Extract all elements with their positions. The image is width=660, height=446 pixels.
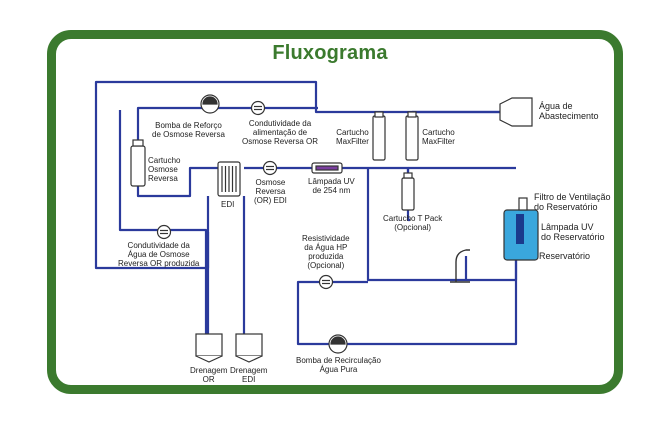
label-cartucho-tpack: Cartucho T Pack(Opcional) <box>383 214 443 232</box>
feed-conductivity-sensor-icon <box>250 100 266 116</box>
recirculation-pump-icon <box>328 334 348 354</box>
uv-lamp-254-icon <box>311 162 343 174</box>
drain-edi-icon <box>235 333 263 363</box>
maxfilter-cartridge-1-icon <box>372 111 386 161</box>
dispense-gooseneck-icon <box>450 249 470 283</box>
maxfilter-cartridge-2-icon <box>405 111 419 161</box>
ro-cartridge-icon <box>130 139 146 187</box>
edi-module-icon <box>217 161 241 197</box>
diagram-title: Fluxograma <box>272 42 388 64</box>
tpack-cartridge-icon <box>401 172 415 211</box>
label-edi: EDI <box>221 200 235 209</box>
pipe-recirc <box>296 258 518 346</box>
ro-edi-sensor-icon <box>262 160 278 176</box>
pipe-ro-out <box>136 166 218 198</box>
drain-or-icon <box>195 333 223 363</box>
label-reservatorio: Reservatório <box>539 251 591 261</box>
or-product-conductivity-sensor-icon <box>156 224 172 240</box>
resistivity-hp-sensor-icon <box>318 274 334 290</box>
supply-inlet-icon <box>499 97 533 127</box>
reservoir-icon <box>503 197 539 261</box>
booster-pump-icon <box>200 94 220 114</box>
